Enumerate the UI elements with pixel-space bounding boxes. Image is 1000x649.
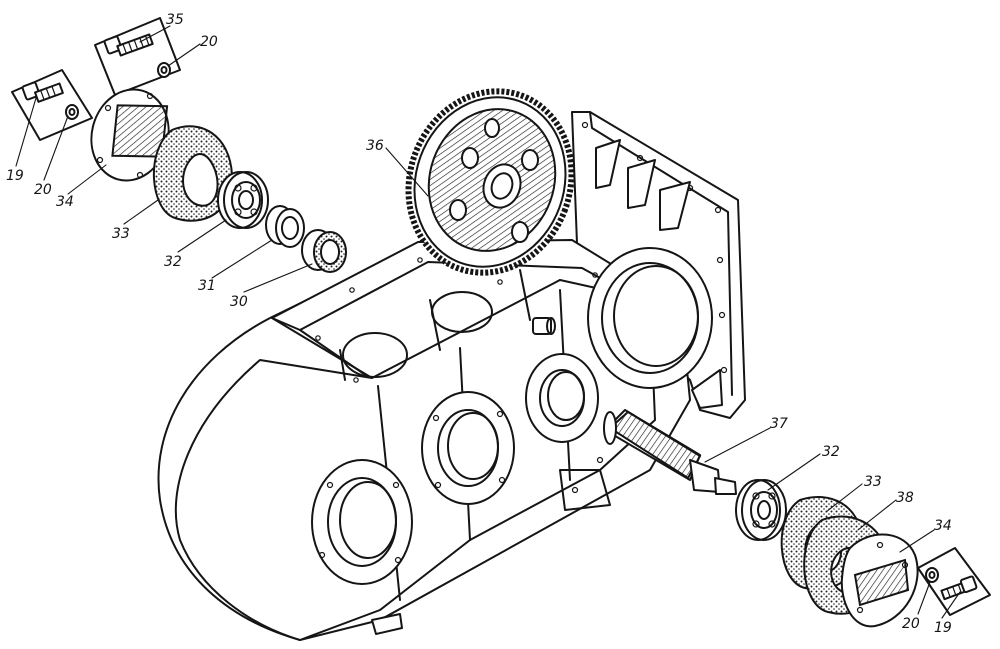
callout-34-right: 34 — [934, 518, 952, 534]
callout-20-right: 20 — [902, 616, 920, 632]
callout-32-right: 32 — [822, 444, 840, 460]
callout-20-left: 20 — [34, 182, 52, 198]
bearing-32-left — [217, 171, 269, 229]
callout-19-right: 19 — [934, 620, 952, 636]
shaft-37 — [603, 409, 737, 495]
housing-stud — [532, 317, 556, 335]
callout-35: 35 — [166, 12, 184, 28]
housing-bore-left — [311, 459, 413, 585]
leader-lines — [15, 25, 961, 619]
gearbox-housing — [157, 239, 713, 641]
housing-bore-right — [525, 353, 599, 443]
gear-36 — [405, 88, 575, 276]
housing-bore-middle — [421, 391, 515, 505]
bolt-set-19-right — [917, 547, 991, 616]
callout-20-top: 20 — [200, 34, 218, 50]
bolt-set-19 — [11, 69, 93, 141]
callout-38: 38 — [896, 490, 914, 506]
bolt-set-35 — [94, 17, 181, 96]
housing-bore-flange — [587, 247, 713, 389]
gasket-33-left — [152, 125, 234, 222]
callout-labels: 35 20 19 20 34 33 32 31 30 36 37 32 33 3… — [6, 12, 952, 636]
callout-31: 31 — [198, 278, 216, 294]
ring-31 — [265, 205, 305, 248]
callout-33-right: 33 — [864, 474, 882, 490]
callout-36: 36 — [366, 138, 384, 154]
cover-plate-34-left — [90, 88, 170, 182]
callout-34-left: 34 — [56, 194, 74, 210]
callout-33-left: 33 — [112, 226, 130, 242]
cover-plate-34-right — [840, 533, 919, 628]
callout-19-left: 19 — [6, 168, 24, 184]
callout-30: 30 — [230, 294, 248, 310]
callout-37: 37 — [770, 416, 788, 432]
roller-bearing-30 — [301, 229, 347, 273]
callout-32-left: 32 — [164, 254, 182, 270]
bearing-32-right — [735, 479, 787, 541]
